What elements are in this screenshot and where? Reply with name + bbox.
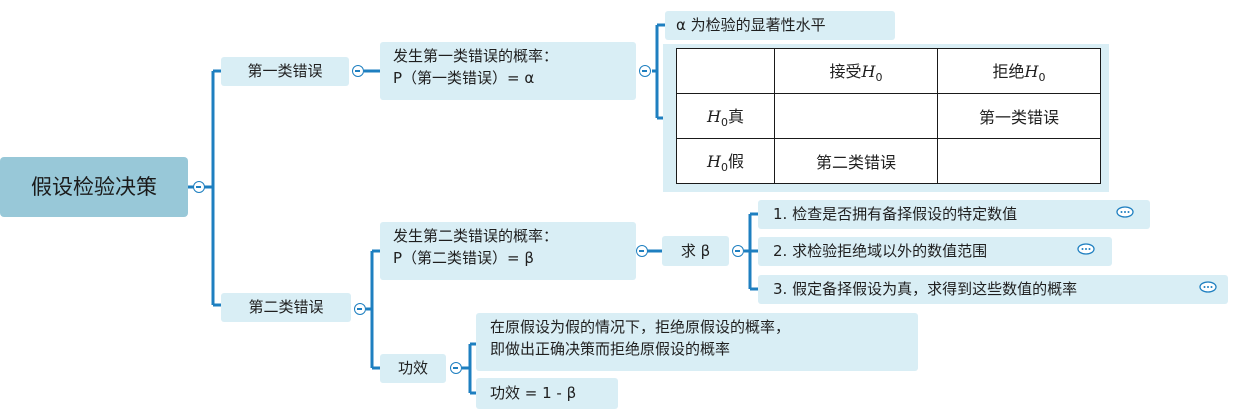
- table-row: H0真 第一类错误: [676, 93, 1101, 139]
- type1-error-node[interactable]: 第一类错误: [221, 57, 349, 86]
- decision-table: 接受H0 拒绝H0 H0真 第一类错误 H0假 第二类错误: [676, 48, 1101, 184]
- type1-error-label: 第一类错误: [247, 62, 323, 80]
- type2-error-label: 第二类错误: [248, 298, 324, 316]
- power-definition-line2: 即做出正确决策而拒绝原假设的概率: [490, 340, 731, 358]
- collapse-minus-icon[interactable]: [354, 303, 366, 315]
- type2-probability-node[interactable]: 发生第二类错误的概率： P（第二类错误）= β: [380, 222, 636, 280]
- collapse-minus-icon[interactable]: [636, 245, 648, 257]
- find-beta-node[interactable]: 求 β: [662, 236, 729, 266]
- step-3-text: 3. 假定备择假设为真，求得到这些数值的概率: [773, 280, 1078, 298]
- power-formula-node[interactable]: 功效 = 1 - β: [476, 378, 618, 409]
- power-formula-text: 功效 = 1 - β: [490, 384, 577, 402]
- collapse-minus-icon[interactable]: [639, 65, 651, 77]
- type1-probability-line1: 发生第一类错误的概率：: [393, 47, 559, 65]
- step-3-node[interactable]: 3. 假定备择假设为真，求得到这些数值的概率: [758, 275, 1228, 304]
- alpha-note-text: α 为检验的显著性水平: [676, 16, 826, 34]
- step-2-node[interactable]: 2. 求检验拒绝域以外的数值范围: [758, 237, 1112, 266]
- table-cell-empty: [774, 93, 938, 139]
- type2-error-node[interactable]: 第二类错误: [221, 293, 351, 322]
- table-cell-empty: [937, 138, 1101, 184]
- power-definition-node[interactable]: 在原假设为假的情况下，拒绝原假设的概率， 即做出正确决策而拒绝原假设的概率: [476, 313, 918, 371]
- root-label: 假设检验决策: [31, 175, 157, 199]
- step-2-text: 2. 求检验拒绝域以外的数值范围: [773, 242, 988, 260]
- table-row: H0假 第二类错误: [676, 138, 1101, 184]
- step-1-node[interactable]: 1. 检查是否拥有备择假设的特定数值: [758, 200, 1150, 229]
- table-cell-type2: 第二类错误: [774, 138, 938, 184]
- type1-probability-node[interactable]: 发生第一类错误的概率： P（第一类错误）= α: [380, 42, 636, 100]
- collapse-minus-icon[interactable]: [732, 245, 744, 257]
- find-beta-label: 求 β: [680, 242, 711, 260]
- table-header-accept: 接受H0: [774, 48, 938, 94]
- table-cell-corner: [676, 48, 775, 94]
- table-row: 接受H0 拒绝H0: [676, 48, 1101, 94]
- type2-probability-line2: P（第二类错误）= β: [393, 249, 534, 267]
- comment-bubble-icon[interactable]: [1199, 281, 1217, 294]
- table-row-h0-true: H0真: [676, 93, 775, 139]
- power-node[interactable]: 功效: [380, 354, 446, 383]
- power-label: 功效: [397, 359, 428, 377]
- type1-probability-line2: P（第一类错误）= α: [393, 69, 535, 87]
- step-1-text: 1. 检查是否拥有备择假设的特定数值: [773, 205, 1018, 223]
- power-definition-line1: 在原假设为假的情况下，拒绝原假设的概率，: [490, 318, 791, 336]
- alpha-note-node[interactable]: α 为检验的显著性水平: [665, 11, 895, 40]
- collapse-minus-icon[interactable]: [352, 65, 364, 77]
- comment-bubble-icon[interactable]: [1077, 243, 1095, 256]
- table-row-h0-false: H0假: [676, 138, 775, 184]
- comment-bubble-icon[interactable]: [1116, 206, 1134, 219]
- collapse-minus-icon[interactable]: [450, 362, 462, 374]
- root-node[interactable]: 假设检验决策: [0, 157, 188, 217]
- table-header-reject: 拒绝H0: [937, 48, 1101, 94]
- table-cell-type1: 第一类错误: [937, 93, 1101, 139]
- collapse-minus-icon[interactable]: [193, 181, 205, 193]
- type2-probability-line1: 发生第二类错误的概率：: [393, 227, 559, 245]
